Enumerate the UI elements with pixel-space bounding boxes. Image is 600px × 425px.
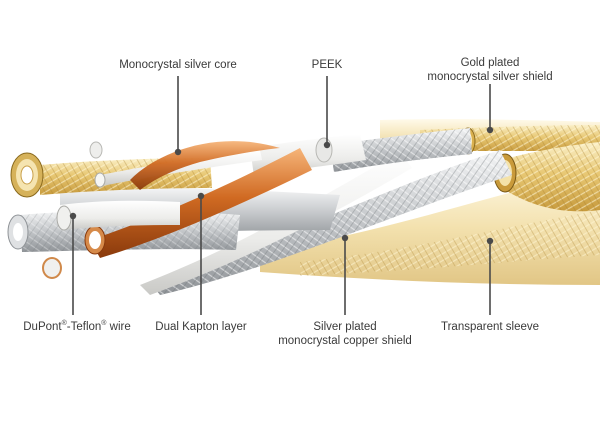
label-sleeve: Transparent sleeve (441, 320, 539, 334)
label-sleeve-text: Transparent sleeve (440, 321, 540, 333)
label-silver-shield-line1: Silver plated (313, 321, 377, 333)
label-gold-shield: Gold plated monocrystal silver shield (427, 56, 552, 84)
label-teflon-wire: DuPont®-Teflon® wire (23, 320, 131, 334)
label-teflon-part2: -Teflon (66, 321, 102, 333)
label-peek-text: PEEK (311, 59, 343, 71)
teflon-wire-segment (56, 200, 180, 231)
leader-lines (69, 76, 494, 315)
label-gold-shield-line2: monocrystal silver shield (427, 71, 553, 83)
label-teflon-part3: wire (106, 321, 131, 333)
label-silver-shield-line2: monocrystal copper shield (278, 335, 412, 347)
label-kapton-text: Dual Kapton layer (155, 321, 247, 333)
label-silver-core-text: Monocrystal silver core (119, 59, 237, 71)
label-teflon-part1: DuPont (23, 321, 62, 333)
label-peek: PEEK (312, 58, 343, 72)
upper-silver-cable (330, 128, 472, 172)
label-kapton: Dual Kapton layer (155, 320, 246, 334)
gold-sleeved-cable (493, 142, 600, 212)
registered-mark-2: ® (101, 320, 107, 327)
label-silver-shield: Silver plated monocrystal copper shield (278, 320, 412, 348)
label-silver-core: Monocrystal silver core (119, 58, 237, 72)
left-end-caps (7, 141, 103, 279)
label-gold-shield-line1: Gold plated (460, 57, 520, 69)
registered-mark-1: ® (61, 320, 67, 327)
